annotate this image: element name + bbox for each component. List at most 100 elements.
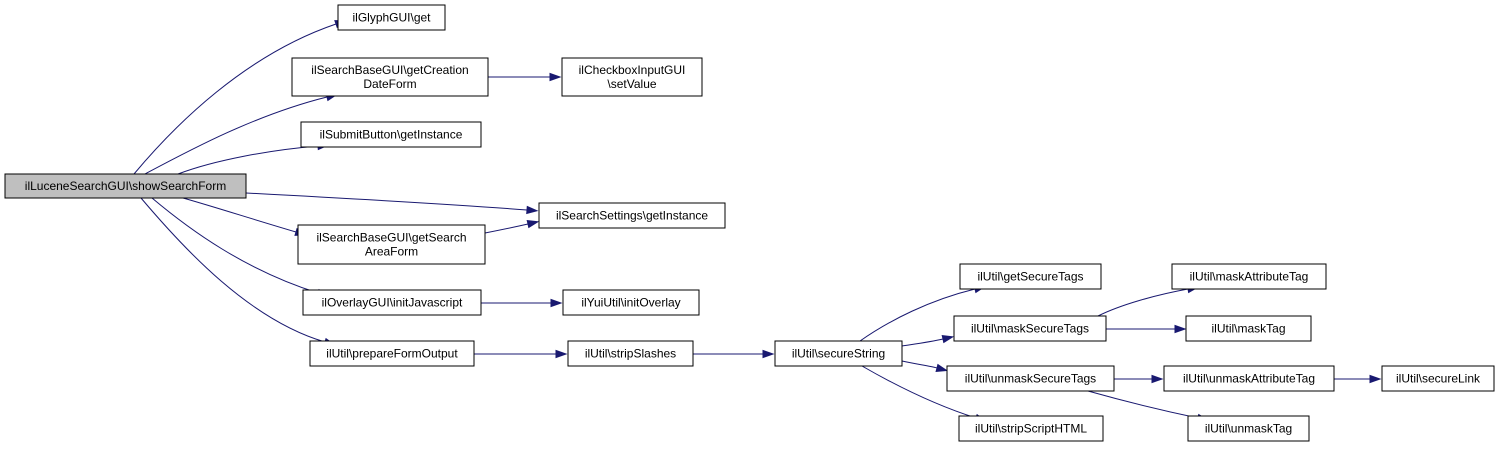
graph-node[interactable]: ilUtil\unmaskTag bbox=[1187, 415, 1310, 442]
node-box bbox=[309, 340, 475, 367]
edge-n0-n6 bbox=[182, 197, 308, 236]
graph-node[interactable]: ilYuiUtil\initOverlay bbox=[562, 289, 700, 316]
node-label: \setValue bbox=[607, 77, 656, 91]
arrowhead-icon bbox=[762, 349, 775, 359]
node-label: ilYuiUtil\initOverlay bbox=[581, 296, 680, 310]
node-label: ilUtil\unmaskTag bbox=[1205, 422, 1292, 436]
edge-line bbox=[484, 223, 529, 234]
edge-line bbox=[1087, 390, 1199, 419]
node-box bbox=[1171, 263, 1327, 290]
node-box bbox=[1187, 415, 1310, 442]
arrowhead-icon bbox=[550, 298, 563, 308]
edge-n10-n11 bbox=[692, 349, 775, 359]
edge-n18-n20 bbox=[1333, 374, 1382, 384]
node-label: ilUtil\prepareFormOutput bbox=[326, 347, 458, 361]
edge-n13-n16 bbox=[1097, 284, 1200, 317]
graph-node[interactable]: ilUtil\unmaskAttributeTag bbox=[1163, 365, 1335, 392]
graph-node[interactable]: ilCheckboxInputGUI\setValue bbox=[561, 57, 703, 97]
node-label: ilUtil\maskAttributeTag bbox=[1190, 270, 1309, 284]
edge-n9-n10 bbox=[473, 349, 568, 359]
node-box bbox=[959, 263, 1102, 290]
edge-line bbox=[133, 23, 337, 175]
node-label: ilLuceneSearchGUI\showSearchForm bbox=[25, 179, 226, 193]
node-label: ilGlyphGUI\get bbox=[352, 11, 431, 25]
node-box bbox=[562, 289, 700, 316]
node-label: ilUtil\unmaskAttributeTag bbox=[1183, 372, 1315, 386]
arrowhead-icon bbox=[1151, 374, 1164, 384]
edge-line bbox=[859, 288, 976, 342]
graph-nodes: ilLuceneSearchGUI\showSearchForm ilGlyphG… bbox=[4, 4, 1495, 442]
node-label: ilCheckboxInputGUI bbox=[579, 63, 686, 77]
edge-n11-n14 bbox=[901, 360, 949, 372]
node-box bbox=[1163, 365, 1335, 392]
node-box bbox=[337, 4, 446, 31]
node-label: ilSearchSettings\getInstance bbox=[556, 209, 708, 223]
graph-node[interactable]: ilUtil\prepareFormOutput bbox=[309, 340, 475, 367]
node-label: ilUtil\unmaskSecureTags bbox=[965, 372, 1096, 386]
graph-node[interactable]: ilUtil\stripScriptHTML bbox=[958, 415, 1104, 442]
node-box bbox=[4, 173, 247, 199]
graph-node[interactable]: ilUtil\stripSlashes bbox=[567, 340, 694, 367]
arrowhead-icon bbox=[555, 349, 568, 359]
graph-node[interactable]: ilUtil\getSecureTags bbox=[959, 263, 1102, 290]
edge-n0-n1 bbox=[133, 20, 347, 175]
edge-line bbox=[182, 197, 297, 233]
node-label: ilUtil\stripScriptHTML bbox=[975, 422, 1087, 436]
node-box bbox=[291, 57, 489, 97]
edge-n6-n5 bbox=[484, 220, 540, 234]
node-label: AreaForm bbox=[365, 245, 418, 259]
node-label: ilUtil\secureString bbox=[792, 347, 885, 361]
graph-node[interactable]: ilUtil\unmaskSecureTags bbox=[946, 365, 1115, 392]
edge-line bbox=[144, 96, 328, 175]
edge-line bbox=[245, 192, 528, 211]
arrowhead-icon bbox=[935, 363, 949, 372]
node-label: DateForm bbox=[363, 77, 416, 91]
graph-node[interactable]: ilGlyphGUI\get bbox=[337, 4, 446, 31]
graph-node[interactable]: ilUtil\secureString bbox=[774, 340, 903, 367]
node-box bbox=[1185, 315, 1312, 342]
arrowhead-icon bbox=[549, 72, 562, 82]
node-box bbox=[561, 57, 703, 97]
graph-node[interactable]: ilUtil\maskAttributeTag bbox=[1171, 263, 1327, 290]
arrowhead-icon bbox=[526, 205, 539, 215]
node-box bbox=[946, 365, 1115, 392]
graph-node[interactable]: ilUtil\maskTag bbox=[1185, 315, 1312, 342]
edge-n2-n3 bbox=[487, 72, 562, 82]
node-box bbox=[1381, 365, 1495, 392]
node-label: ilUtil\maskSecureTags bbox=[971, 322, 1089, 336]
graph-node[interactable]: ilSubmitButton\getInstance bbox=[300, 121, 482, 148]
node-box bbox=[774, 340, 903, 367]
node-box bbox=[300, 121, 482, 148]
node-label: ilSubmitButton\getInstance bbox=[320, 128, 463, 142]
edge-line bbox=[901, 338, 944, 347]
edge-n0-n5 bbox=[245, 192, 539, 215]
graph-node[interactable]: ilSearchSettings\getInstance bbox=[538, 202, 726, 229]
node-label: ilSearchBaseGUI\getSearch bbox=[316, 231, 466, 245]
node-box bbox=[567, 340, 694, 367]
edge-line bbox=[1097, 288, 1189, 317]
node-label: ilUtil\secureLink bbox=[1396, 372, 1481, 386]
node-label: ilOverlayGUI\initJavascript bbox=[322, 296, 463, 310]
graph-node[interactable]: ilOverlayGUI\initJavascript bbox=[302, 289, 482, 316]
edge-n13-n17 bbox=[1106, 324, 1187, 334]
root-node: ilLuceneSearchGUI\showSearchForm bbox=[4, 173, 247, 199]
edge-line bbox=[861, 365, 977, 419]
edge-line bbox=[151, 197, 319, 294]
graph-node[interactable]: ilUtil\maskSecureTags bbox=[953, 315, 1107, 342]
edge-n0-n9 bbox=[140, 197, 337, 346]
edge-line bbox=[177, 145, 319, 175]
node-label: ilUtil\getSecureTags bbox=[977, 270, 1083, 284]
node-box bbox=[297, 224, 486, 265]
arrowhead-icon bbox=[941, 335, 955, 344]
node-box bbox=[953, 315, 1107, 342]
graph-node[interactable]: ilUtil\secureLink bbox=[1381, 365, 1495, 392]
edge-n11-n13 bbox=[901, 335, 955, 347]
edge-n7-n8 bbox=[481, 298, 563, 308]
arrowhead-icon bbox=[1174, 324, 1187, 334]
arrowhead-icon bbox=[526, 220, 540, 229]
node-label: ilUtil\stripSlashes bbox=[585, 347, 676, 361]
node-box bbox=[538, 202, 726, 229]
